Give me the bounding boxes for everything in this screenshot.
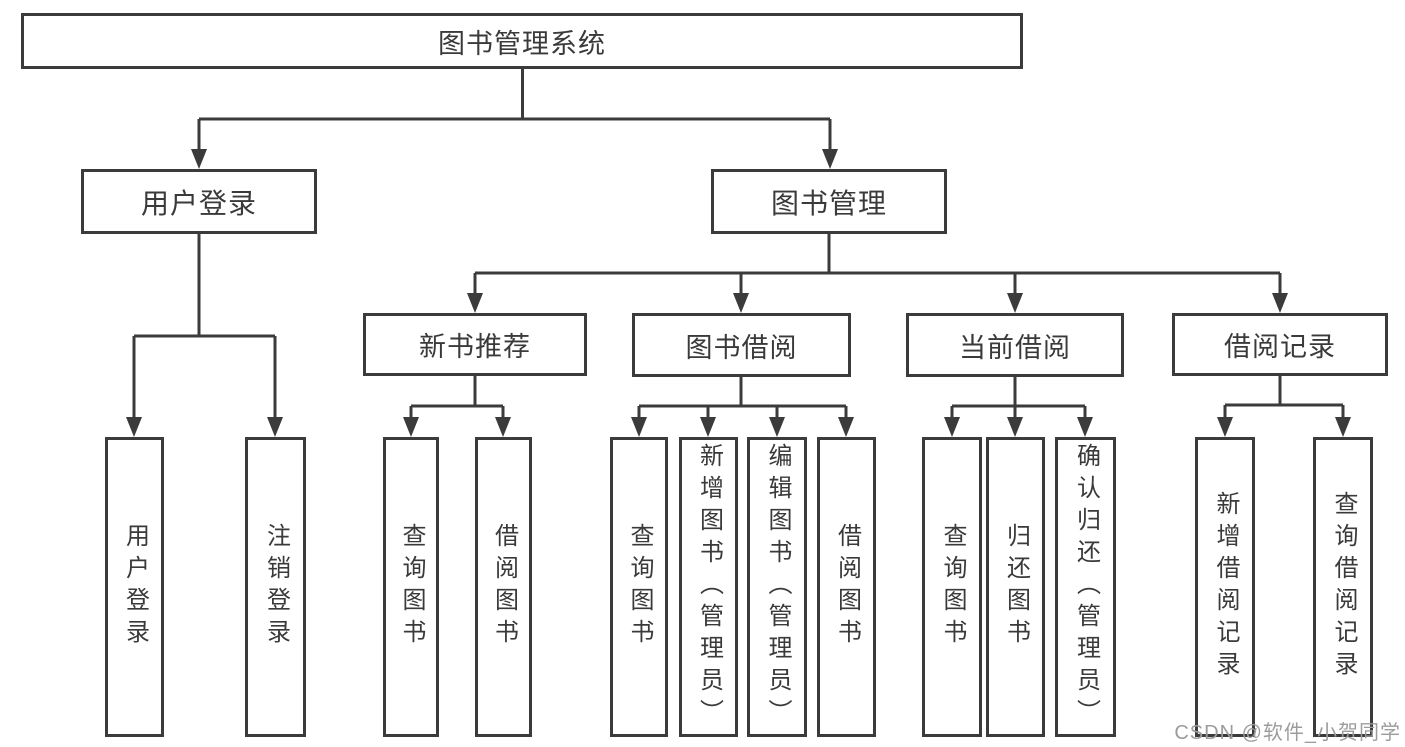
leaf-edit-books-admin-label: 编辑图书（管理员）: [764, 443, 791, 731]
leaf-add-books-admin-label: 新增图书（管理员）: [695, 443, 723, 731]
leaf-user-login: 用户登录: [105, 437, 164, 737]
arrow-to-leaf-user-login: [126, 417, 142, 437]
leaf-edit-books-admin: 编辑图书（管理员）: [747, 437, 807, 737]
leaf-return-books: 归还图书: [986, 437, 1045, 737]
arrow-to-borrowing-records: [1272, 293, 1288, 313]
connector-user-login-split: [132, 234, 277, 419]
leaf-borrow-books-recommend-label: 借阅图书: [490, 523, 518, 651]
leaf-add-books-admin: 新增图书（管理员）: [679, 437, 738, 737]
node-root: 图书管理系统: [21, 13, 1023, 69]
leaf-query-borrow-record: 查询借阅记录: [1313, 437, 1373, 737]
leaf-query-books-current: 查询图书: [922, 437, 982, 737]
arrow-to-leaf-query-books-current: [944, 417, 960, 437]
arrow-to-leaf-return-books: [1007, 417, 1023, 437]
leaf-borrow-books-borrowing-label: 借阅图书: [833, 523, 861, 651]
node-book-management: 图书管理: [711, 169, 947, 234]
arrow-to-new-book-recommend: [467, 293, 483, 313]
connector-borrowing-records-split: [1223, 374, 1345, 419]
arrow-to-leaf-edit-books-admin: [769, 417, 785, 437]
watermark-text: CSDN @软件_小贺同学: [1174, 722, 1401, 744]
arrow-to-leaf-logout: [267, 417, 283, 437]
leaf-borrow-books-recommend: 借阅图书: [475, 437, 532, 737]
arrow-to-leaf-add-borrow-record: [1217, 417, 1233, 437]
leaf-user-login-label: 用户登录: [121, 523, 149, 651]
leaf-add-borrow-record: 新增借阅记录: [1195, 437, 1255, 737]
arrow-to-user-login: [191, 149, 207, 169]
arrow-to-book-management: [822, 149, 838, 169]
arrow-to-leaf-query-books-borrowing: [631, 417, 647, 437]
node-new-book-recommend: 新书推荐: [363, 313, 587, 376]
node-current-borrowing: 当前借阅: [906, 313, 1124, 377]
leaf-logout-label: 注销登录: [262, 523, 290, 651]
arrowheads: [126, 149, 1351, 437]
node-borrowing-records: 借阅记录: [1172, 313, 1388, 376]
leaf-confirm-return-admin-label: 确认归还（管理员）: [1072, 443, 1100, 731]
leaf-query-books-recommend: 查询图书: [383, 437, 439, 737]
leaf-query-books-borrowing: 查询图书: [610, 437, 668, 737]
arrow-to-leaf-query-books-recommend: [403, 417, 419, 437]
connector-new-book-recommend-split: [409, 374, 505, 419]
arrow-to-leaf-confirm-return-admin: [1077, 417, 1093, 437]
leaf-query-books-recommend-label: 查询图书: [398, 523, 425, 651]
connector-book-borrowing-split: [637, 375, 848, 419]
arrow-to-leaf-query-borrow-record: [1335, 417, 1351, 437]
leaf-query-borrow-record-label: 查询借阅记录: [1330, 491, 1357, 683]
arrow-to-leaf-borrow-books-recommend: [495, 417, 511, 437]
leaf-return-books-label: 归还图书: [1002, 523, 1030, 651]
connector-root-split: [197, 67, 832, 151]
node-book-borrowing: 图书借阅: [632, 313, 851, 377]
arrow-to-leaf-add-books-admin: [700, 417, 716, 437]
connector-book-management-split: [473, 234, 1282, 295]
arrow-to-current-borrowing: [1007, 293, 1023, 313]
node-user-login: 用户登录: [81, 169, 317, 234]
leaf-borrow-books-borrowing: 借阅图书: [817, 437, 876, 737]
leaf-query-books-current-label: 查询图书: [939, 523, 966, 651]
arrow-to-book-borrowing: [733, 293, 749, 313]
connector-current-borrowing-split: [950, 375, 1087, 419]
leaf-logout: 注销登录: [245, 437, 306, 737]
arrow-to-leaf-borrow-books-borrowing: [838, 417, 854, 437]
leaf-query-books-borrowing-label: 查询图书: [626, 523, 653, 651]
leaf-confirm-return-admin: 确认归还（管理员）: [1055, 437, 1116, 737]
leaf-add-borrow-record-label: 新增借阅记录: [1212, 491, 1239, 683]
